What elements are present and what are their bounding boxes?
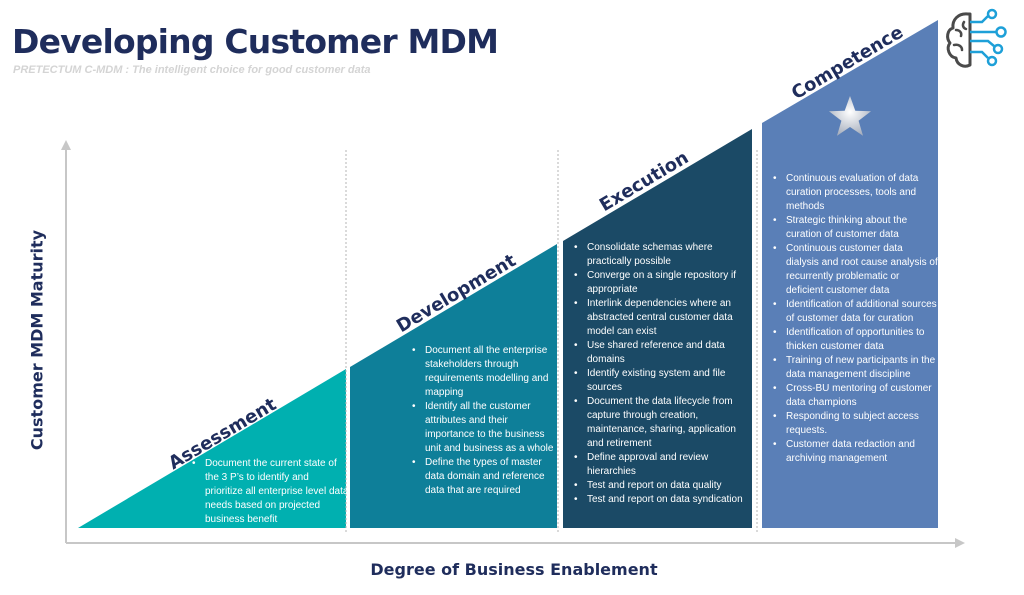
bullet-item: Converge on a single repository if appro…	[571, 269, 751, 297]
bullet-item: Training of new participants in the data…	[770, 354, 938, 382]
y-axis-label: Customer MDM Maturity	[27, 229, 47, 451]
bullet-item: Cross-BU mentoring of customer data cham…	[770, 382, 938, 410]
bullet-item: Identify all the customer attributes and…	[409, 400, 559, 456]
bullet-item: Strategic thinking about the curation of…	[770, 214, 938, 242]
page-subtitle: PRETECTUM C-MDM : The intelligent choice…	[13, 64, 371, 76]
bullet-item: Identify existing system and file source…	[571, 367, 751, 395]
page-title: Developing Customer MDM	[12, 22, 499, 61]
bullet-item: Document the data lifecycle from capture…	[571, 395, 751, 451]
bullet-item: Identification of opportunities to thick…	[770, 326, 938, 354]
x-axis-label: Degree of Business Enablement	[370, 560, 658, 579]
bullet-item: Define approval and review hierarchies	[571, 451, 751, 479]
y-axis-arrow	[61, 140, 71, 150]
bullet-item: Use shared reference and data domains	[571, 339, 751, 367]
bullet-item: Interlink dependencies where an abstract…	[571, 297, 751, 339]
bullet-item: Document the current state of the 3 P’s …	[189, 457, 349, 527]
bullet-item: Customer data redaction and archiving ma…	[770, 438, 938, 466]
bullet-item: Define the types of master data domain a…	[409, 456, 559, 498]
competence-bullets: Continuous evaluation of data curation p…	[770, 172, 938, 466]
bullet-item: Test and report on data quality	[571, 479, 751, 493]
brain-circuit-icon	[946, 8, 1007, 68]
development-bullets: Document all the enterprise stakeholders…	[409, 344, 559, 498]
star-icon	[829, 96, 871, 136]
bullet-item: Identification of additional sources of …	[770, 298, 938, 326]
bullet-item: Continuous customer data dialysis and ro…	[770, 242, 938, 298]
bullet-item: Document all the enterprise stakeholders…	[409, 344, 559, 400]
assessment-bullets: Document the current state of the 3 P’s …	[189, 457, 349, 527]
execution-bullets: Consolidate schemas where practically po…	[571, 241, 751, 507]
x-axis-arrow	[955, 538, 965, 548]
bullet-item: Continuous evaluation of data curation p…	[770, 172, 938, 214]
bullet-item: Consolidate schemas where practically po…	[571, 241, 751, 269]
bullet-item: Responding to subject access requests.	[770, 410, 938, 438]
bullet-item: Test and report on data syndication	[571, 493, 751, 507]
